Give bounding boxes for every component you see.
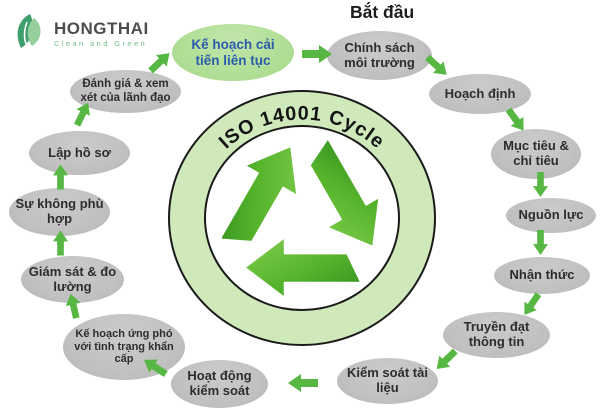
node-danh-gia: Đánh giá & xem xét của lãnh đạo xyxy=(70,70,181,113)
iso-cycle-ring: ISO 14001 Cycle xyxy=(168,90,436,346)
node-hoat-dong-kiem-soat: Hoạt động kiểm soát xyxy=(171,360,268,408)
node-muc-tieu: Mục tiêu & chỉ tiêu xyxy=(491,129,581,179)
flow-arrow-icon-to-ke-hoach-cai-tien xyxy=(144,47,175,78)
start-label: Bắt đầu xyxy=(350,2,415,22)
flow-arrow-icon-to-chinh-sach xyxy=(302,44,332,64)
logo-brand-text: HONGTHAI xyxy=(54,18,149,38)
flow-arrow-icon-to-danh-gia xyxy=(69,99,96,129)
flow-arrow-icon-to-truyen-dat xyxy=(517,289,545,319)
flow-arrow-icon-to-hoat-dong xyxy=(288,373,318,393)
node-ke-hoach-cai-tien: Kế hoạch cải tiến liên tục xyxy=(172,24,294,81)
flow-arrow-icon-to-kiem-soat-tai-lieu xyxy=(430,344,461,375)
node-hoach-dinh: Hoạch định xyxy=(429,74,531,114)
flow-arrow-icon-to-lap-ho-so xyxy=(52,164,70,190)
node-giam-sat: Giám sát & đo lường xyxy=(21,256,124,303)
node-nhan-thuc: Nhận thức xyxy=(494,257,590,294)
node-kiem-soat-tai-lieu: Kiểm soát tài liệu xyxy=(337,358,438,404)
ring-title-curved-text: ISO 14001 Cycle xyxy=(215,102,388,153)
leaf-icon xyxy=(14,12,48,55)
node-su-khong-phu-hop: Sự không phù hợp xyxy=(9,188,110,236)
flow-arrow-icon-to-su-khong-phu-hop xyxy=(52,230,70,256)
flow-arrow-icon-to-giam-sat xyxy=(62,292,85,320)
flow-arrow-icon-to-hoach-dinh xyxy=(421,51,452,82)
logo-tagline-text: Clean and Green xyxy=(54,38,148,48)
flow-arrow-icon-to-ke-hoach-ung-pho xyxy=(139,352,171,381)
flow-arrow-icon-to-nhan-thuc xyxy=(532,230,549,255)
node-truyen-dat: Truyền đạt thông tin xyxy=(443,312,550,358)
node-ke-hoach-ung-pho: Kế hoạch ứng phó với tình trạng khẩn cấp xyxy=(63,314,185,380)
flow-arrow-icon-to-muc-tieu xyxy=(501,104,531,136)
flow-arrow-icon-to-nguon-luc xyxy=(532,172,549,197)
recycle-icon xyxy=(222,137,381,299)
node-nguon-luc: Nguồn lực xyxy=(506,198,596,233)
node-chinh-sach: Chính sách môi trường xyxy=(327,31,432,80)
node-lap-ho-so: Lập hồ sơ xyxy=(29,131,130,175)
hongthai-logo: HONGTHAI Clean and Green xyxy=(14,12,149,55)
